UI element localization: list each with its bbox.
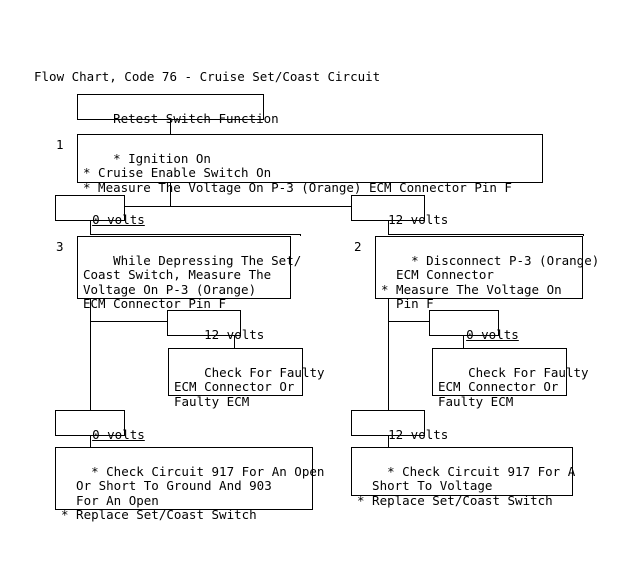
connector-step1-stem <box>170 183 171 206</box>
step-number-1: 1 <box>56 137 64 152</box>
node-step-1-text: * Ignition On * Cruise Enable Switch On … <box>83 150 512 195</box>
connector-step2-trunk <box>388 299 389 416</box>
connector-branch1-right-elbow <box>388 234 583 235</box>
connector-12volts-mid-to-result <box>234 336 235 348</box>
connector-branch1-left-elbow <box>90 234 300 235</box>
branch-label-0-volts-top[interactable]: 0 volts <box>55 195 145 226</box>
branch-label-12-volts-top-text: 12 volts <box>388 211 449 227</box>
connector-0volts-mid-to-result <box>463 336 464 348</box>
connector-0volts-bottom-to-final <box>90 431 91 447</box>
branch-label-0-volts-mid-text: 0 volts <box>466 326 519 342</box>
branch-label-0-volts-bottom-text: 0 volts <box>92 426 145 442</box>
step-number-3: 3 <box>56 239 64 254</box>
branch-label-12-volts-top[interactable]: 12 volts <box>351 195 448 226</box>
branch-label-12-volts-mid[interactable]: 12 volts <box>167 310 264 341</box>
node-result-circuit-917-short[interactable]: * Check Circuit 917 For A Short To Volta… <box>351 447 575 507</box>
node-step-1[interactable]: * Ignition On * Cruise Enable Switch On … <box>77 134 543 194</box>
connector-branch1-left-down <box>90 221 91 234</box>
branch-label-12-volts-mid-text: 12 volts <box>204 326 265 342</box>
branch-label-12-volts-bottom[interactable]: 12 volts <box>351 410 448 441</box>
branch-label-0-volts-bottom[interactable]: 0 volts <box>55 410 145 441</box>
branch-label-0-volts-top-text: 0 volts <box>92 211 145 227</box>
node-result-check-ecm-right-text: Check For Faulty ECM Connector Or Faulty… <box>438 364 589 409</box>
page-title: Flow Chart, Code 76 - Cruise Set/Coast C… <box>34 69 381 84</box>
node-result-check-ecm-left-text: Check For Faulty ECM Connector Or Faulty… <box>174 364 325 409</box>
connector-step3-to-12volts <box>90 321 168 322</box>
connector-12volts-bottom-to-final <box>388 431 389 447</box>
connector-step2-to-0volts <box>388 321 430 322</box>
node-result-check-ecm-right[interactable]: Check For Faulty ECM Connector Or Faulty… <box>432 348 589 408</box>
node-step-3-text: While Depressing The Set/ Coast Switch, … <box>83 252 302 311</box>
connector-branch1-right-to-step2 <box>583 234 584 236</box>
connector-branch1-bus <box>120 206 352 207</box>
step-number-2: 2 <box>354 239 362 254</box>
branch-label-0-volts-mid[interactable]: 0 volts <box>429 310 519 341</box>
branch-label-12-volts-bottom-text: 12 volts <box>388 426 449 442</box>
connector-start-to-step1 <box>170 120 171 134</box>
node-result-circuit-917-open[interactable]: * Check Circuit 917 For An Open Or Short… <box>55 447 324 522</box>
node-step-3[interactable]: While Depressing The Set/ Coast Switch, … <box>77 236 301 311</box>
connector-branch1-right-down <box>388 221 389 234</box>
connector-branch1-left-to-step3 <box>300 234 301 236</box>
node-retest-switch-function[interactable]: Retest Switch Function <box>77 94 279 125</box>
node-step-2-text: * Disconnect P-3 (Orange) ECM Connector … <box>381 252 600 311</box>
node-result-check-ecm-left[interactable]: Check For Faulty ECM Connector Or Faulty… <box>168 348 325 408</box>
node-result-circuit-917-short-text: * Check Circuit 917 For A Short To Volta… <box>357 463 576 508</box>
node-result-circuit-917-open-text: * Check Circuit 917 For An Open Or Short… <box>61 463 325 522</box>
node-retest-switch-function-label: Retest Switch Function <box>113 110 279 126</box>
connector-step3-trunk <box>90 299 91 416</box>
node-step-2[interactable]: * Disconnect P-3 (Orange) ECM Connector … <box>375 236 599 311</box>
